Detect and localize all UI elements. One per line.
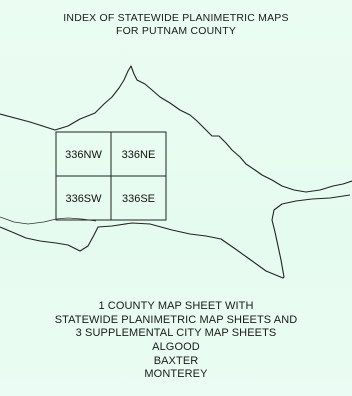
- city-algood: ALGOOD: [152, 341, 200, 353]
- county-boundary: [0, 65, 352, 279]
- sheet-ne-label: 336NE: [122, 149, 156, 161]
- city-baxter: BAXTER: [153, 354, 199, 367]
- map-title-line-2: FOR PUTNAM COUNTY: [115, 25, 237, 37]
- caption-line-1: 1 COUNTY MAP SHEET WITH: [98, 300, 254, 312]
- sheet-sw-label: 336SW: [65, 193, 102, 205]
- sheet-grid: 336NW 336NE 336SW 336SE: [55, 131, 167, 221]
- county-boundary-segment: [0, 216, 97, 225]
- map-title-line-1: INDEX OF STATEWIDE PLANIMETRIC MAPS: [63, 12, 289, 24]
- sheet-se-label: 336SE: [122, 193, 155, 205]
- city-monterey: MONTEREY: [144, 368, 208, 380]
- caption-line-2: STATEWIDE PLANIMETRIC MAP SHEETS AND: [54, 313, 298, 326]
- sheet-se-box[interactable]: [110, 175, 167, 221]
- caption-line-3: 3 SUPPLEMENTAL CITY MAP SHEETS: [75, 327, 277, 339]
- sheet-nw-label: 336NW: [65, 149, 102, 161]
